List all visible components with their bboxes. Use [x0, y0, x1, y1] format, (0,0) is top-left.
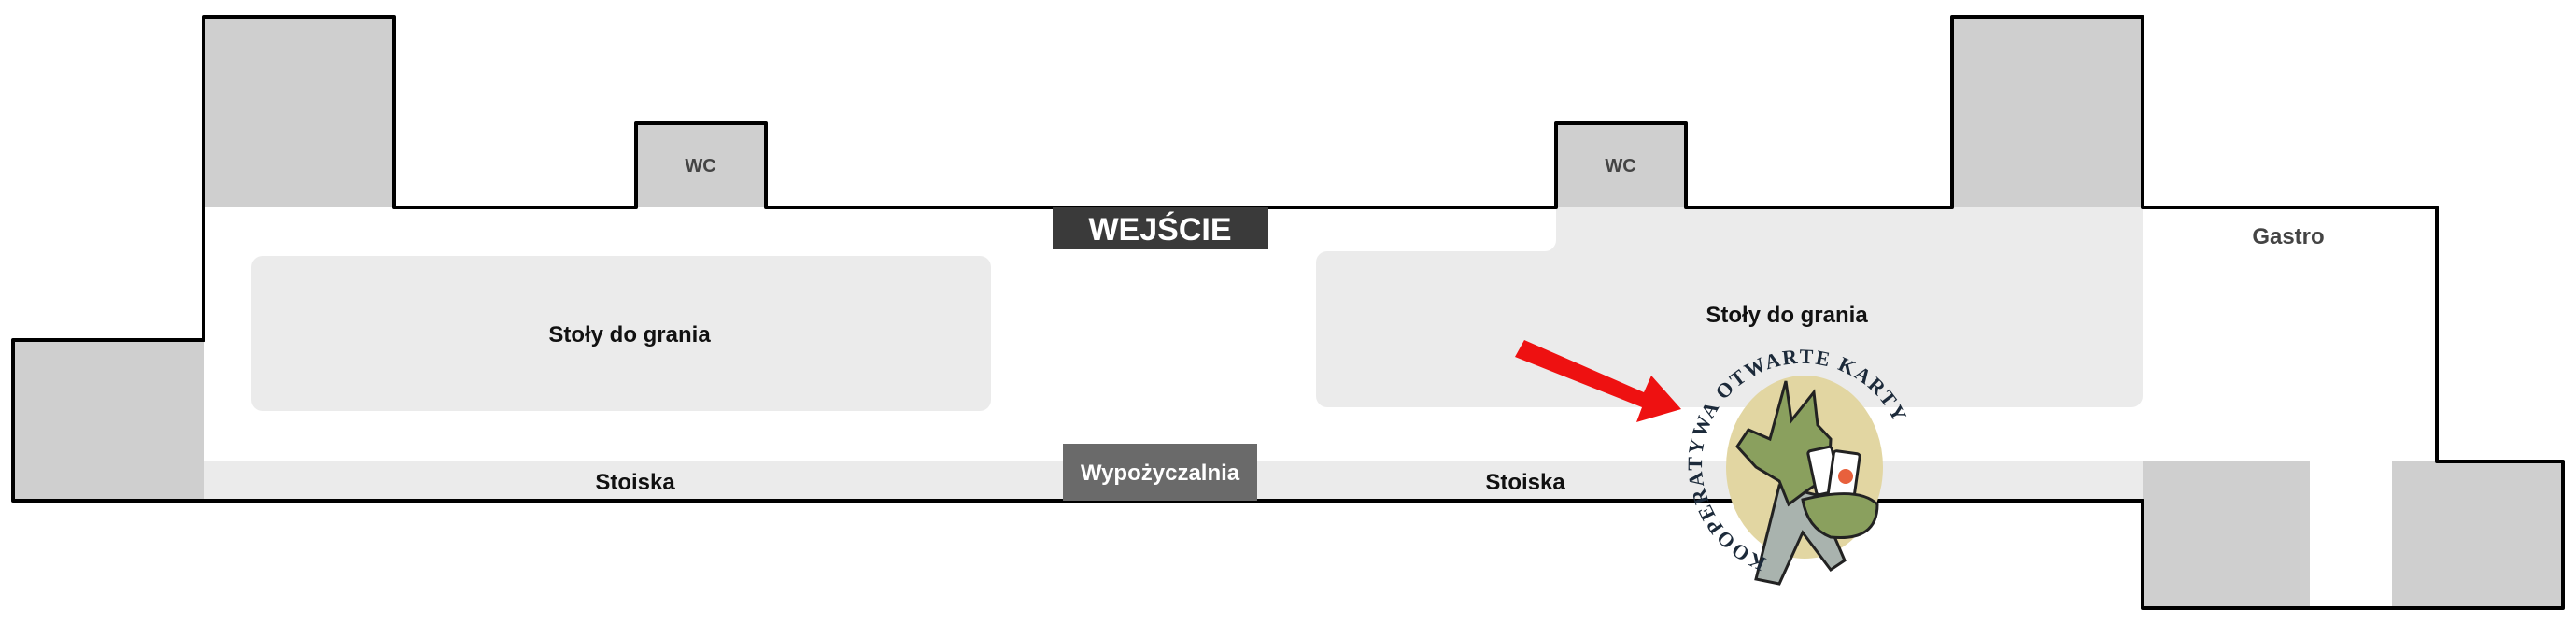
wc-right-room: [1556, 123, 1686, 207]
stalls-left-label: Stoiska: [595, 470, 675, 495]
room-bottom-right-1: [2143, 461, 2310, 608]
rental-label: Wypożyczalnia: [1081, 461, 1240, 486]
wc-right-label: WC: [1605, 156, 1635, 177]
tables-right-label: Stoły do grania: [1706, 303, 1868, 328]
gastro-label: Gastro: [2252, 224, 2324, 249]
wc-left-label: WC: [685, 156, 715, 177]
stalls-right-label: Stoiska: [1485, 470, 1565, 495]
tables-left-label: Stoły do grania: [548, 322, 711, 347]
wc-left-room: [636, 123, 766, 207]
room-left-low: [13, 340, 204, 501]
room-left-tall: [204, 17, 394, 207]
red-arrow-icon: [1515, 340, 1681, 422]
room-bottom-right-2: [2392, 461, 2563, 608]
entrance-badge: [1053, 207, 1268, 249]
room-right-tall: [1952, 17, 2143, 207]
rental-badge: [1063, 444, 1257, 501]
outer-wall: [11, 15, 2565, 610]
entrance-label: WEJŚCIE: [1088, 212, 1231, 248]
tables-area-left: [251, 256, 991, 411]
